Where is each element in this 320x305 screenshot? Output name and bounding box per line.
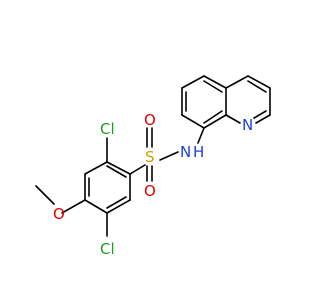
atom-cl-top: Cl: [100, 120, 115, 138]
atom-h-amide: H: [193, 143, 204, 161]
quinoline-ring: [181, 75, 271, 129]
benzene-ring: [84, 161, 131, 214]
atom-o-methoxy: O: [53, 205, 65, 223]
structure-svg: Cl Cl O S O O N H N: [35, 75, 271, 258]
atom-o-sulfonyl-bottom: O: [144, 182, 156, 200]
bond-ring-s: [129, 164, 146, 175]
bond-o-methyl: [35, 185, 55, 205]
molecule-diagram: Cl Cl O S O O N H N: [35, 75, 271, 258]
bond-n-quinoline: [197, 127, 205, 144]
atom-s: S: [145, 148, 155, 166]
atom-labels: Cl Cl O S O O N H N: [53, 111, 253, 258]
bond-ring-o: [61, 199, 86, 214]
atom-n-quinoline: N: [242, 116, 253, 134]
atom-n-amide: N: [180, 143, 191, 161]
atom-cl-bottom: Cl: [100, 240, 115, 258]
bond-s-n: [159, 151, 179, 161]
substituent-bonds: [35, 127, 205, 237]
atom-o-sulfonyl-top: O: [144, 111, 156, 129]
